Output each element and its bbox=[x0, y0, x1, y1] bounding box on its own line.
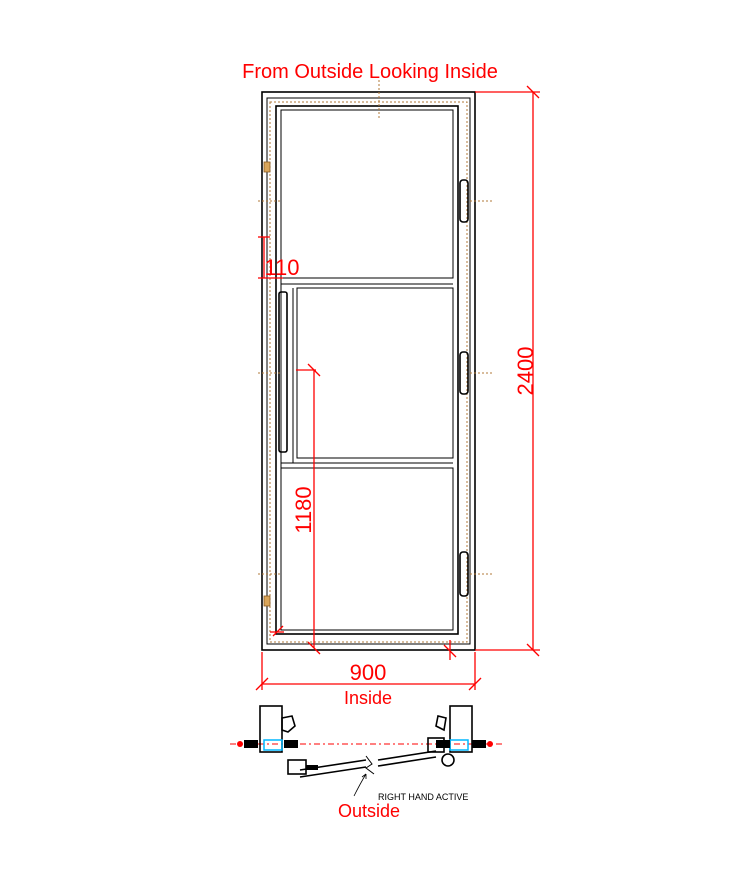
door-frame bbox=[261, 91, 476, 651]
outside-label: Outside bbox=[338, 801, 400, 821]
lock-keeps bbox=[258, 80, 380, 607]
hinge-top bbox=[459, 179, 492, 223]
height-dimension-value: 2400 bbox=[513, 347, 538, 396]
door-leaf bbox=[275, 105, 459, 635]
width-dimension-value: 900 bbox=[350, 660, 387, 685]
view-title: From Outside Looking Inside bbox=[242, 61, 498, 83]
height-dimension: 2400 bbox=[475, 85, 540, 657]
inside-label: Inside bbox=[344, 688, 392, 708]
handle-height-value: 1180 bbox=[291, 486, 316, 533]
bottom-ticks bbox=[270, 625, 457, 660]
swing-note: RIGHT HAND ACTIVE bbox=[378, 792, 468, 802]
handle-height-dimension: 1180 bbox=[291, 363, 321, 655]
rail-offset-dimension: 110 bbox=[258, 236, 300, 280]
hinge-middle bbox=[459, 351, 492, 395]
pull-handle bbox=[278, 291, 288, 453]
width-dimension: 900 bbox=[255, 652, 482, 691]
plan-view bbox=[230, 705, 505, 797]
rail-offset-value: 110 bbox=[264, 255, 299, 280]
hinge-bottom bbox=[459, 551, 492, 597]
